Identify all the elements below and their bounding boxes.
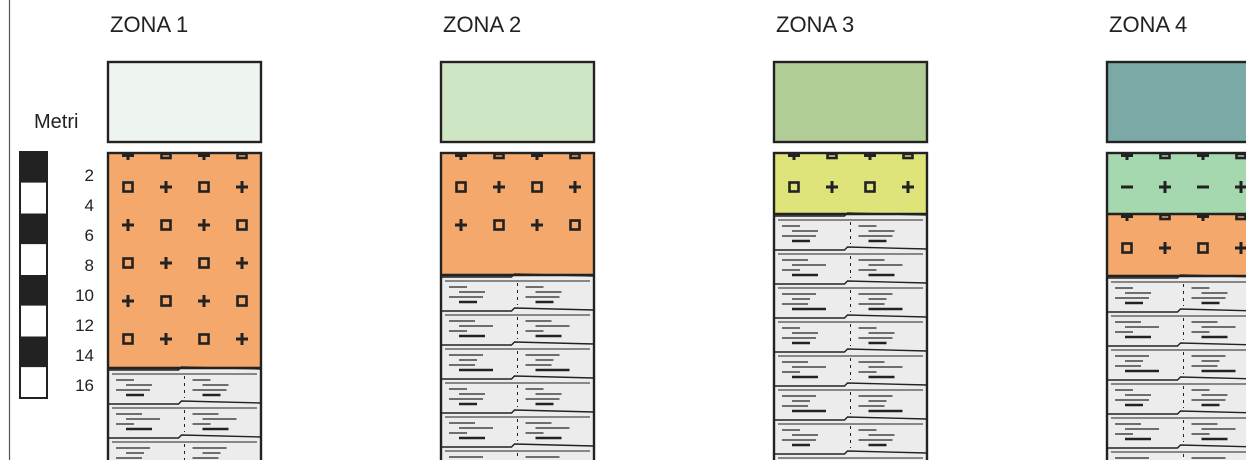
scale-block xyxy=(20,182,47,214)
shale-line xyxy=(774,382,928,387)
layer-shale xyxy=(774,212,928,460)
scale-block xyxy=(20,336,47,368)
square-mark xyxy=(122,181,134,193)
square-mark xyxy=(122,333,134,345)
square-mark xyxy=(236,219,248,231)
zone-title-3: ZONA 3 xyxy=(776,12,855,37)
scale-block xyxy=(20,367,47,398)
shale-line xyxy=(1107,308,1246,313)
shale-line xyxy=(1107,410,1246,415)
shale-line xyxy=(108,434,262,439)
scale-block xyxy=(20,213,47,245)
layer-granite xyxy=(774,152,927,214)
zone-column-4 xyxy=(1105,60,1246,460)
scale-tick-2: 2 xyxy=(84,166,94,185)
square-mark xyxy=(493,219,505,231)
layer-shale xyxy=(1107,274,1246,460)
layer-shale xyxy=(108,366,262,460)
square-mark xyxy=(160,219,172,231)
scale-block xyxy=(20,305,47,337)
scale-tick-16: 16 xyxy=(75,376,94,395)
square-mark xyxy=(160,295,172,307)
shale-line xyxy=(441,443,595,448)
scale-tick-4: 4 xyxy=(84,196,94,215)
shale-line xyxy=(1107,376,1246,381)
shale-line xyxy=(774,314,928,319)
layer-fill xyxy=(774,214,927,460)
scale-tick-6: 6 xyxy=(84,226,94,245)
square-mark xyxy=(569,219,581,231)
layer-granite xyxy=(1107,212,1246,276)
scale-tick-12: 12 xyxy=(75,316,94,335)
square-mark xyxy=(531,181,543,193)
scale-block xyxy=(20,275,47,306)
shale-line xyxy=(1107,444,1246,449)
layer-fill xyxy=(1107,153,1246,214)
shale-line xyxy=(441,341,595,346)
square-mark xyxy=(1121,242,1133,254)
shale-line xyxy=(774,280,928,285)
zone-column-2 xyxy=(439,60,596,460)
square-mark xyxy=(455,181,467,193)
scale-bar-outline xyxy=(19,151,48,399)
scale-tick-8: 8 xyxy=(84,256,94,275)
scale-tick-10: 10 xyxy=(75,286,94,305)
layer-granite xyxy=(441,152,594,275)
zone-column-outline xyxy=(772,151,929,460)
square-mark xyxy=(864,181,876,193)
square-mark xyxy=(236,295,248,307)
square-mark xyxy=(198,333,210,345)
scale-bar xyxy=(19,151,48,399)
shale-line xyxy=(774,348,928,353)
zone-top-box xyxy=(1105,60,1246,144)
zone-top-box xyxy=(772,60,929,144)
shale-line xyxy=(441,409,595,414)
scale-block xyxy=(20,244,47,275)
shale-line xyxy=(108,400,262,405)
zone-title-1: ZONA 1 xyxy=(110,12,189,37)
zone-column-outline xyxy=(106,151,263,460)
scale-tick-14: 14 xyxy=(75,346,94,365)
layer-dashed-granite xyxy=(1107,152,1246,214)
zone-title-4: ZONA 4 xyxy=(1109,12,1188,37)
shale-line xyxy=(441,307,595,312)
zone-column-outline xyxy=(1105,151,1246,460)
square-mark xyxy=(198,181,210,193)
square-mark xyxy=(1197,242,1209,254)
layer-granite xyxy=(108,152,261,368)
shale-line xyxy=(1107,342,1246,347)
layer-fill xyxy=(1107,214,1246,276)
zone-column-3 xyxy=(772,60,929,460)
square-mark xyxy=(198,257,210,269)
zone-column-outline xyxy=(439,151,596,460)
zone-top-box xyxy=(106,60,263,144)
shale-line xyxy=(441,375,595,380)
layer-shale xyxy=(441,273,595,460)
zone-top-box xyxy=(439,60,596,144)
zone-column-1 xyxy=(106,60,263,460)
square-mark xyxy=(122,257,134,269)
zone-title-2: ZONA 2 xyxy=(443,12,522,37)
y-axis-label: Metri xyxy=(34,111,79,133)
scale-block xyxy=(20,152,47,183)
square-mark xyxy=(788,181,800,193)
zones-layer xyxy=(106,60,1246,460)
shale-line xyxy=(774,246,928,251)
layer-fill xyxy=(441,153,594,275)
shale-line xyxy=(774,416,928,421)
shale-line xyxy=(774,450,928,455)
